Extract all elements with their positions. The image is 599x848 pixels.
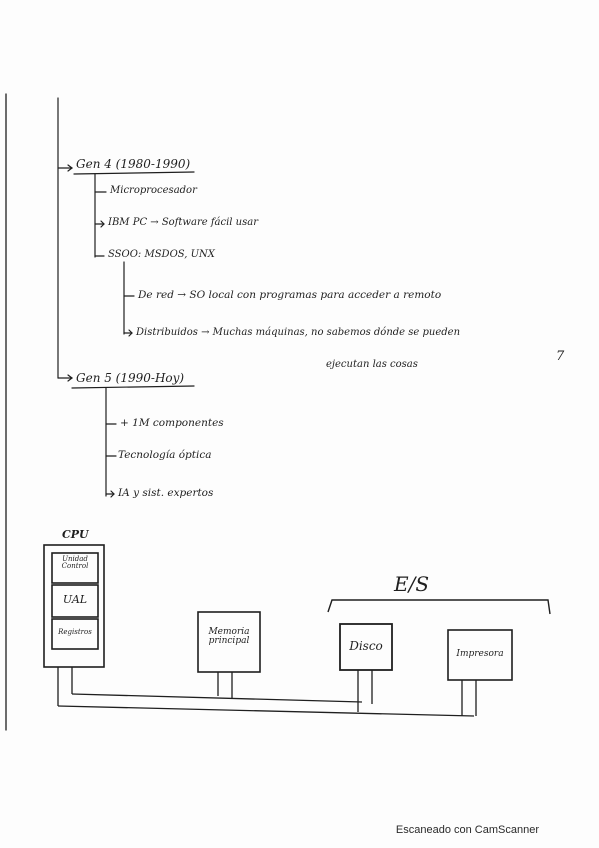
disk-label: Disco bbox=[349, 639, 383, 653]
gen5-item-optics: Tecnología óptica bbox=[118, 449, 212, 461]
gen4-subitem-distributed-os: Distribuidos → Muchas máquinas, no sabem… bbox=[136, 327, 461, 338]
disk-box bbox=[339, 623, 393, 671]
gen5-item-components: + 1M componentes bbox=[120, 417, 224, 429]
system-bus bbox=[57, 667, 477, 717]
gen5-heading: Gen 5 (1990-Hoy) bbox=[76, 371, 185, 385]
outline-tree bbox=[57, 97, 195, 498]
alu-label: UAL bbox=[62, 593, 88, 606]
gen4-item-ibm-pc: IBM PC → Software fácil usar bbox=[108, 217, 258, 228]
io-bracket bbox=[327, 599, 551, 615]
memory-label: Memoria principal bbox=[208, 627, 250, 647]
printer-label: Impresora bbox=[456, 649, 504, 659]
gen4-item-microprocessor: Microprocesador bbox=[110, 185, 197, 196]
memory-box bbox=[197, 611, 261, 673]
printer-box bbox=[447, 629, 513, 681]
gen4-heading: Gen 4 (1980-1990) bbox=[76, 157, 191, 171]
gen4-subitem-network-os: De red → SO local con programas para acc… bbox=[138, 289, 442, 301]
cpu-label: CPU bbox=[62, 528, 89, 541]
cpu-box bbox=[43, 544, 105, 668]
camscanner-watermark: Escaneado con CamScanner bbox=[395, 824, 539, 836]
margin-number: 7 bbox=[556, 349, 565, 364]
control-unit-label: Unidad Control bbox=[61, 555, 89, 571]
registers-label: Registros bbox=[58, 628, 92, 636]
gen4-subitem-distributed-os-cont: ejecutan las cosas bbox=[326, 359, 418, 370]
gen4-item-os: SSOO: MSDOS, UNX bbox=[108, 249, 215, 260]
gen5-item-ai: IA y sist. expertos bbox=[118, 487, 214, 499]
io-label: E/S bbox=[394, 572, 430, 596]
